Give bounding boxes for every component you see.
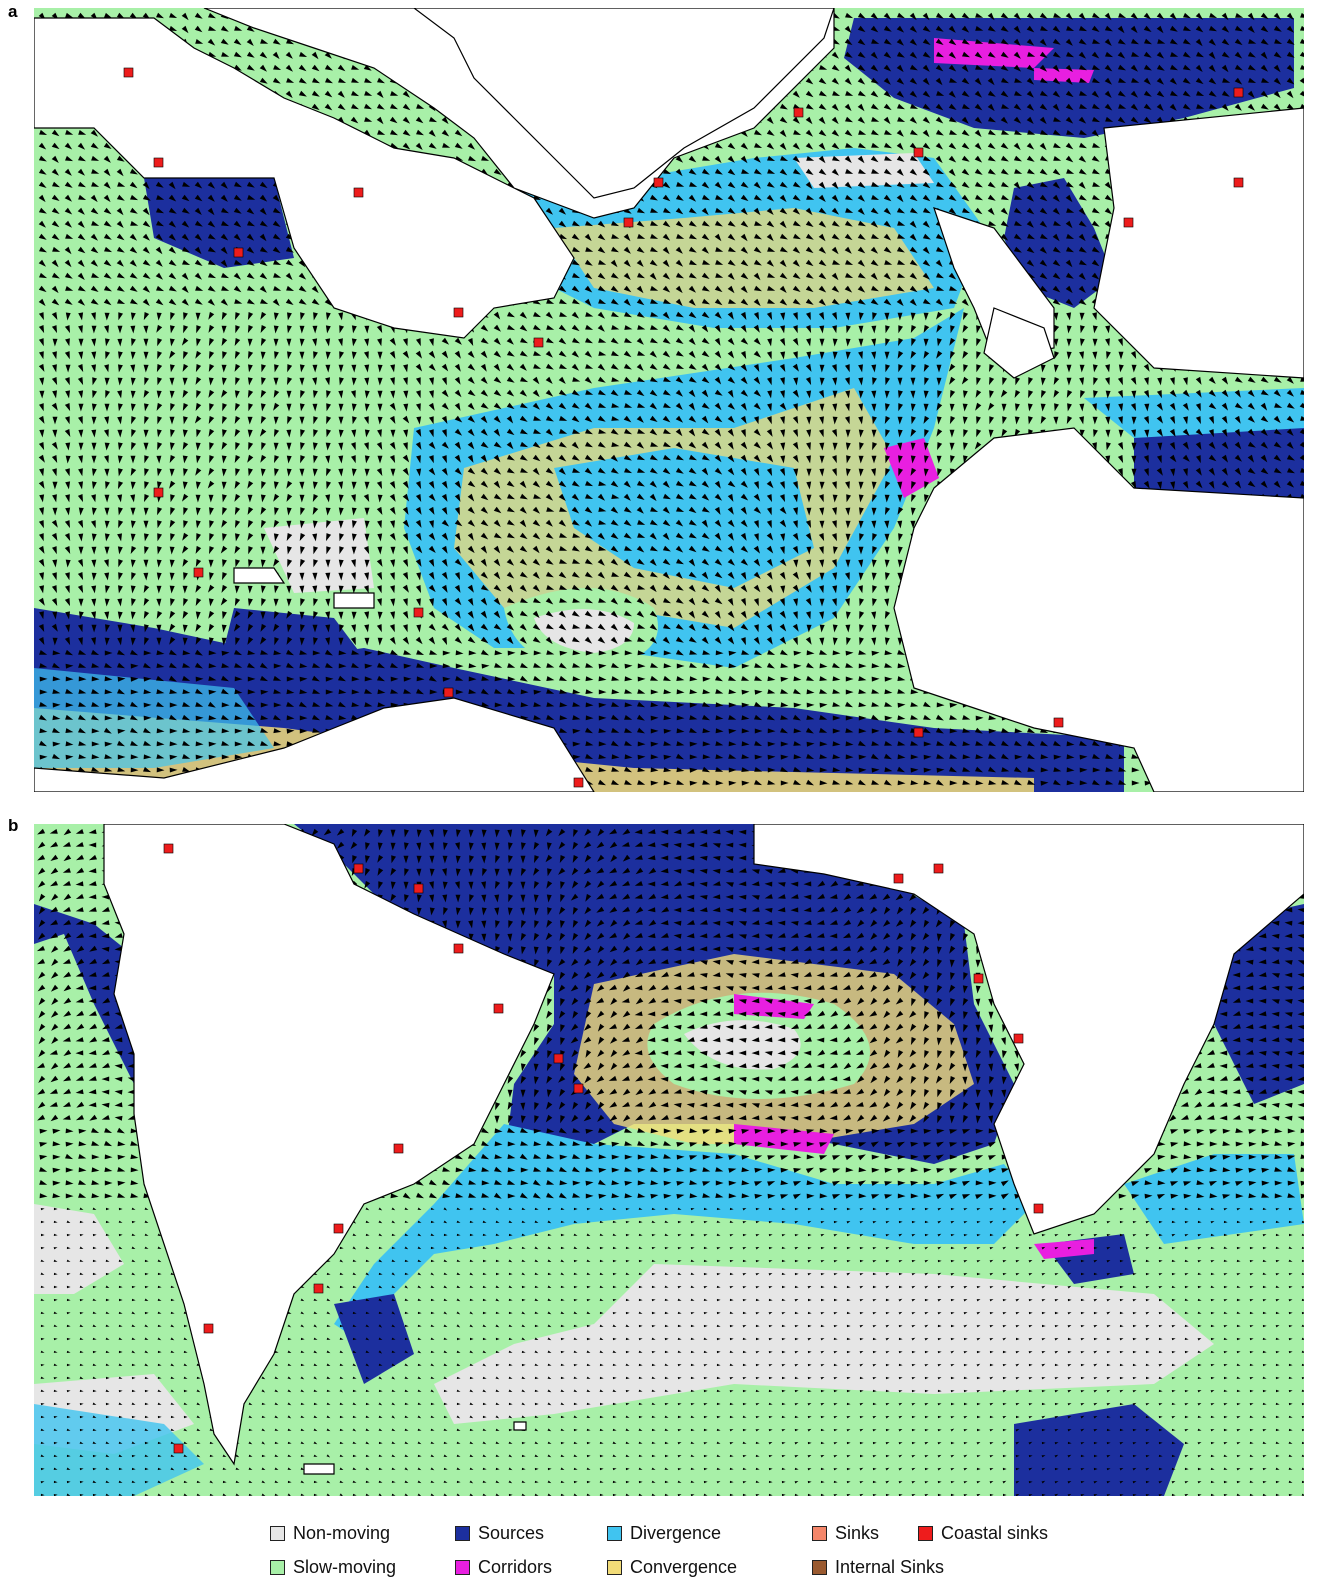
- legend-item-non-moving: Non-moving: [270, 1518, 390, 1548]
- convergence-swatch-icon: [607, 1559, 622, 1575]
- legend-item-sinks: Sinks: [812, 1518, 879, 1548]
- corridors-swatch-icon: [455, 1559, 470, 1575]
- corridors-zone: [1034, 1239, 1094, 1259]
- slow-moving-swatch-icon: [270, 1559, 285, 1575]
- south-georgia-land: [513, 1421, 527, 1431]
- divergence-zone: [34, 1404, 204, 1496]
- legend-item-convergence: Convergence: [607, 1552, 737, 1582]
- non-moving-zone: [534, 609, 634, 653]
- legend-label-corridors: Corridors: [478, 1556, 553, 1577]
- sources-zone: [334, 1294, 414, 1384]
- land-masses: [103, 824, 1304, 1475]
- sources-zone: [224, 608, 364, 708]
- legend-label-coastal-sinks: Coastal sinks: [941, 1522, 1049, 1543]
- legend-label-sinks: Sinks: [835, 1522, 880, 1543]
- africa-land: [753, 824, 1304, 1235]
- non-moving-zone: [34, 1204, 124, 1294]
- map-legend: Non-moving Slow-moving Sources Corridors…: [270, 1518, 1110, 1584]
- legend-item-corridors: Corridors: [455, 1552, 552, 1582]
- divergence-zone: [1084, 388, 1304, 438]
- non-moving-zone: [434, 1264, 1214, 1424]
- legend-label-convergence: Convergence: [630, 1556, 738, 1577]
- panel-label-a: a: [8, 2, 18, 21]
- legend-item-divergence: Divergence: [607, 1518, 721, 1548]
- legend-label-divergence: Divergence: [630, 1522, 722, 1543]
- non-moving-zone: [264, 518, 374, 593]
- falkland-islands-land: [303, 1463, 335, 1475]
- legend-label-internal-sinks: Internal Sinks: [835, 1556, 945, 1577]
- legend-item-coastal-sinks: Coastal sinks: [918, 1518, 1048, 1548]
- south-america-land: [103, 824, 555, 1466]
- sources-zone: [1134, 428, 1304, 498]
- sources-zone: [144, 178, 294, 268]
- divergence-zone: [554, 448, 814, 588]
- sinks-swatch-icon: [812, 1525, 827, 1541]
- legend-label-sources: Sources: [478, 1522, 545, 1543]
- africa-land: [893, 427, 1304, 792]
- convergence-zone: [554, 208, 934, 308]
- non-moving-swatch-icon: [270, 1525, 285, 1541]
- legend-item-slow-moving: Slow-moving: [270, 1552, 396, 1582]
- divergence-swatch-icon: [607, 1525, 622, 1541]
- legend-item-sources: Sources: [455, 1518, 544, 1548]
- panel-label-b: b: [8, 816, 19, 835]
- south-atlantic-map-canvas: [34, 824, 1304, 1496]
- north-atlantic-map-canvas: [34, 8, 1304, 792]
- iberia-land: [983, 307, 1055, 379]
- greenland-land: [413, 8, 835, 199]
- land-masses: [34, 8, 1304, 792]
- sources-zone: [1014, 1404, 1184, 1496]
- caribbean-islands-land: [233, 567, 375, 609]
- non-moving-zone: [684, 1020, 801, 1070]
- legend-label-non-moving: Non-moving: [293, 1522, 391, 1543]
- legend-label-slow-moving: Slow-moving: [293, 1556, 397, 1577]
- sources-swatch-icon: [455, 1525, 470, 1541]
- north-atlantic-map: [34, 8, 1304, 792]
- coastal-sink-markers: [163, 843, 1044, 1454]
- internal-sinks-swatch-icon: [812, 1559, 827, 1575]
- south-america-land: [34, 697, 595, 792]
- corridors-zone: [934, 38, 1054, 68]
- coastal-sink-markers: [123, 67, 1244, 788]
- legend-item-internal-sinks: Internal Sinks: [812, 1552, 944, 1582]
- europe-land: [933, 107, 1304, 379]
- corridors-zone: [1034, 68, 1094, 83]
- coastal-sinks-swatch-icon: [918, 1525, 933, 1541]
- south-atlantic-map: [34, 824, 1304, 1496]
- non-moving-zone: [794, 153, 934, 188]
- divergence-zone: [334, 1124, 1034, 1344]
- divergence-zone: [1124, 1154, 1304, 1244]
